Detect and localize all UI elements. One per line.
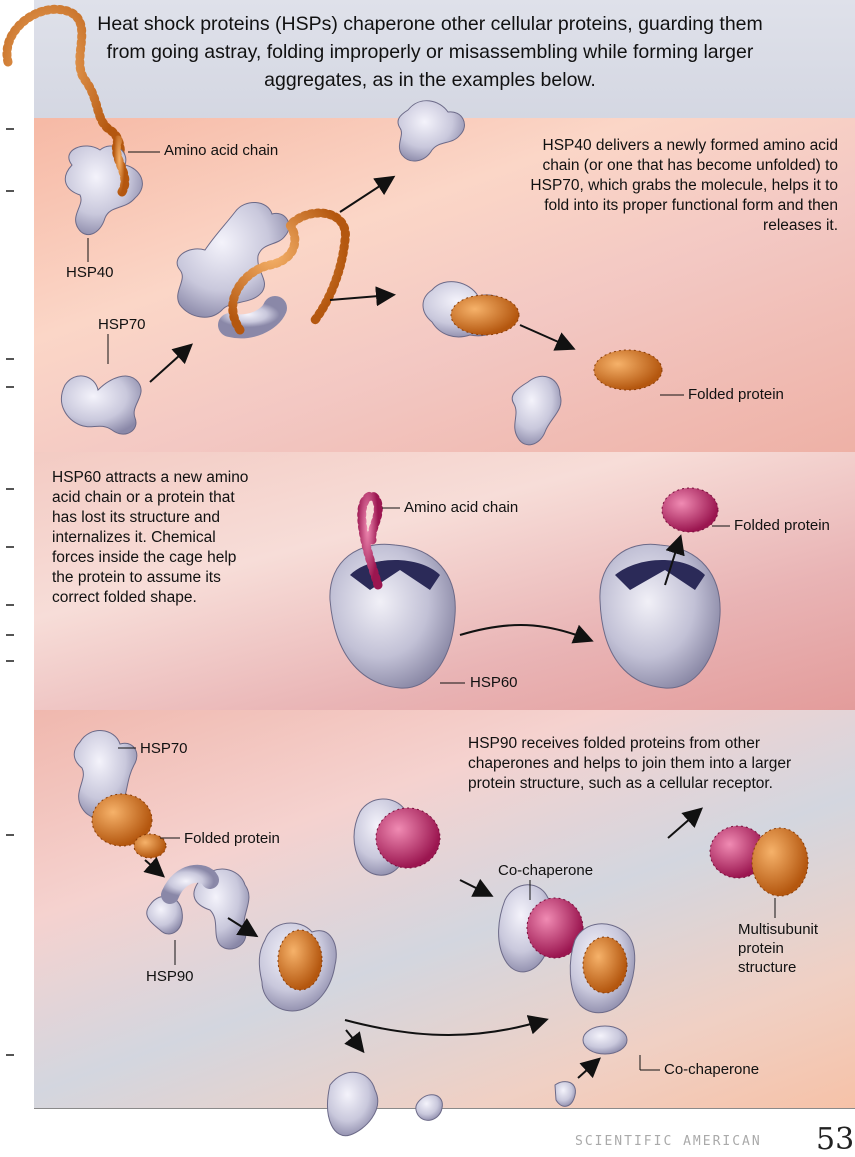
- hsp70-folding-complex: [423, 282, 519, 337]
- hsp90-holding-protein: [259, 923, 336, 1011]
- page-number: 53: [816, 1122, 854, 1157]
- magenta-protein-with-co-chaperone: [354, 799, 440, 875]
- header-description: Heat shock proteins (HSPs) chaperone oth…: [80, 10, 780, 94]
- label-folded-protein-2: Folded protein: [734, 517, 830, 535]
- hsp70-free: [61, 376, 141, 434]
- label-co-chaperone-top: Co-chaperone: [498, 862, 593, 880]
- multisubunit-protein: [710, 826, 808, 896]
- panel2-description: HSP60 attracts a new amino acid chain or…: [52, 468, 262, 608]
- label-co-chaperone-bottom: Co-chaperone: [664, 1061, 759, 1079]
- hsp40-protein: [65, 146, 142, 235]
- label-hsp70: HSP70: [98, 316, 146, 334]
- assembly-complex: [499, 885, 635, 1054]
- hsp90-open: [147, 869, 249, 949]
- folded-protein-magenta: [662, 488, 718, 532]
- label-folded-protein-3: Folded protein: [184, 830, 280, 848]
- label-hsp40: HSP40: [66, 264, 114, 282]
- folded-protein-orange: [594, 350, 662, 390]
- hsp70-released-empty: [512, 376, 561, 445]
- hsp70-top-released: [398, 101, 464, 161]
- hsp60-cage-left: [330, 544, 455, 688]
- panel3-description: HSP90 receives folded proteins from othe…: [468, 734, 828, 794]
- footer-text: SCIENTIFIC AMERICAN: [575, 1134, 762, 1149]
- label-multisubunit: Multisubunit protein structure: [738, 920, 828, 977]
- label-hsp60: HSP60: [470, 674, 518, 692]
- panel1-description: HSP40 delivers a newly formed amino acid…: [520, 136, 838, 236]
- label-hsp70-3: HSP70: [140, 740, 188, 758]
- label-hsp90: HSP90: [146, 968, 194, 986]
- label-amino-acid-chain-2: Amino acid chain: [404, 499, 518, 517]
- released-hsp-fragments: [328, 1072, 576, 1135]
- label-amino-acid-chain: Amino acid chain: [164, 142, 278, 160]
- label-folded-protein: Folded protein: [688, 386, 784, 404]
- hsp60-cage-right: [600, 544, 720, 688]
